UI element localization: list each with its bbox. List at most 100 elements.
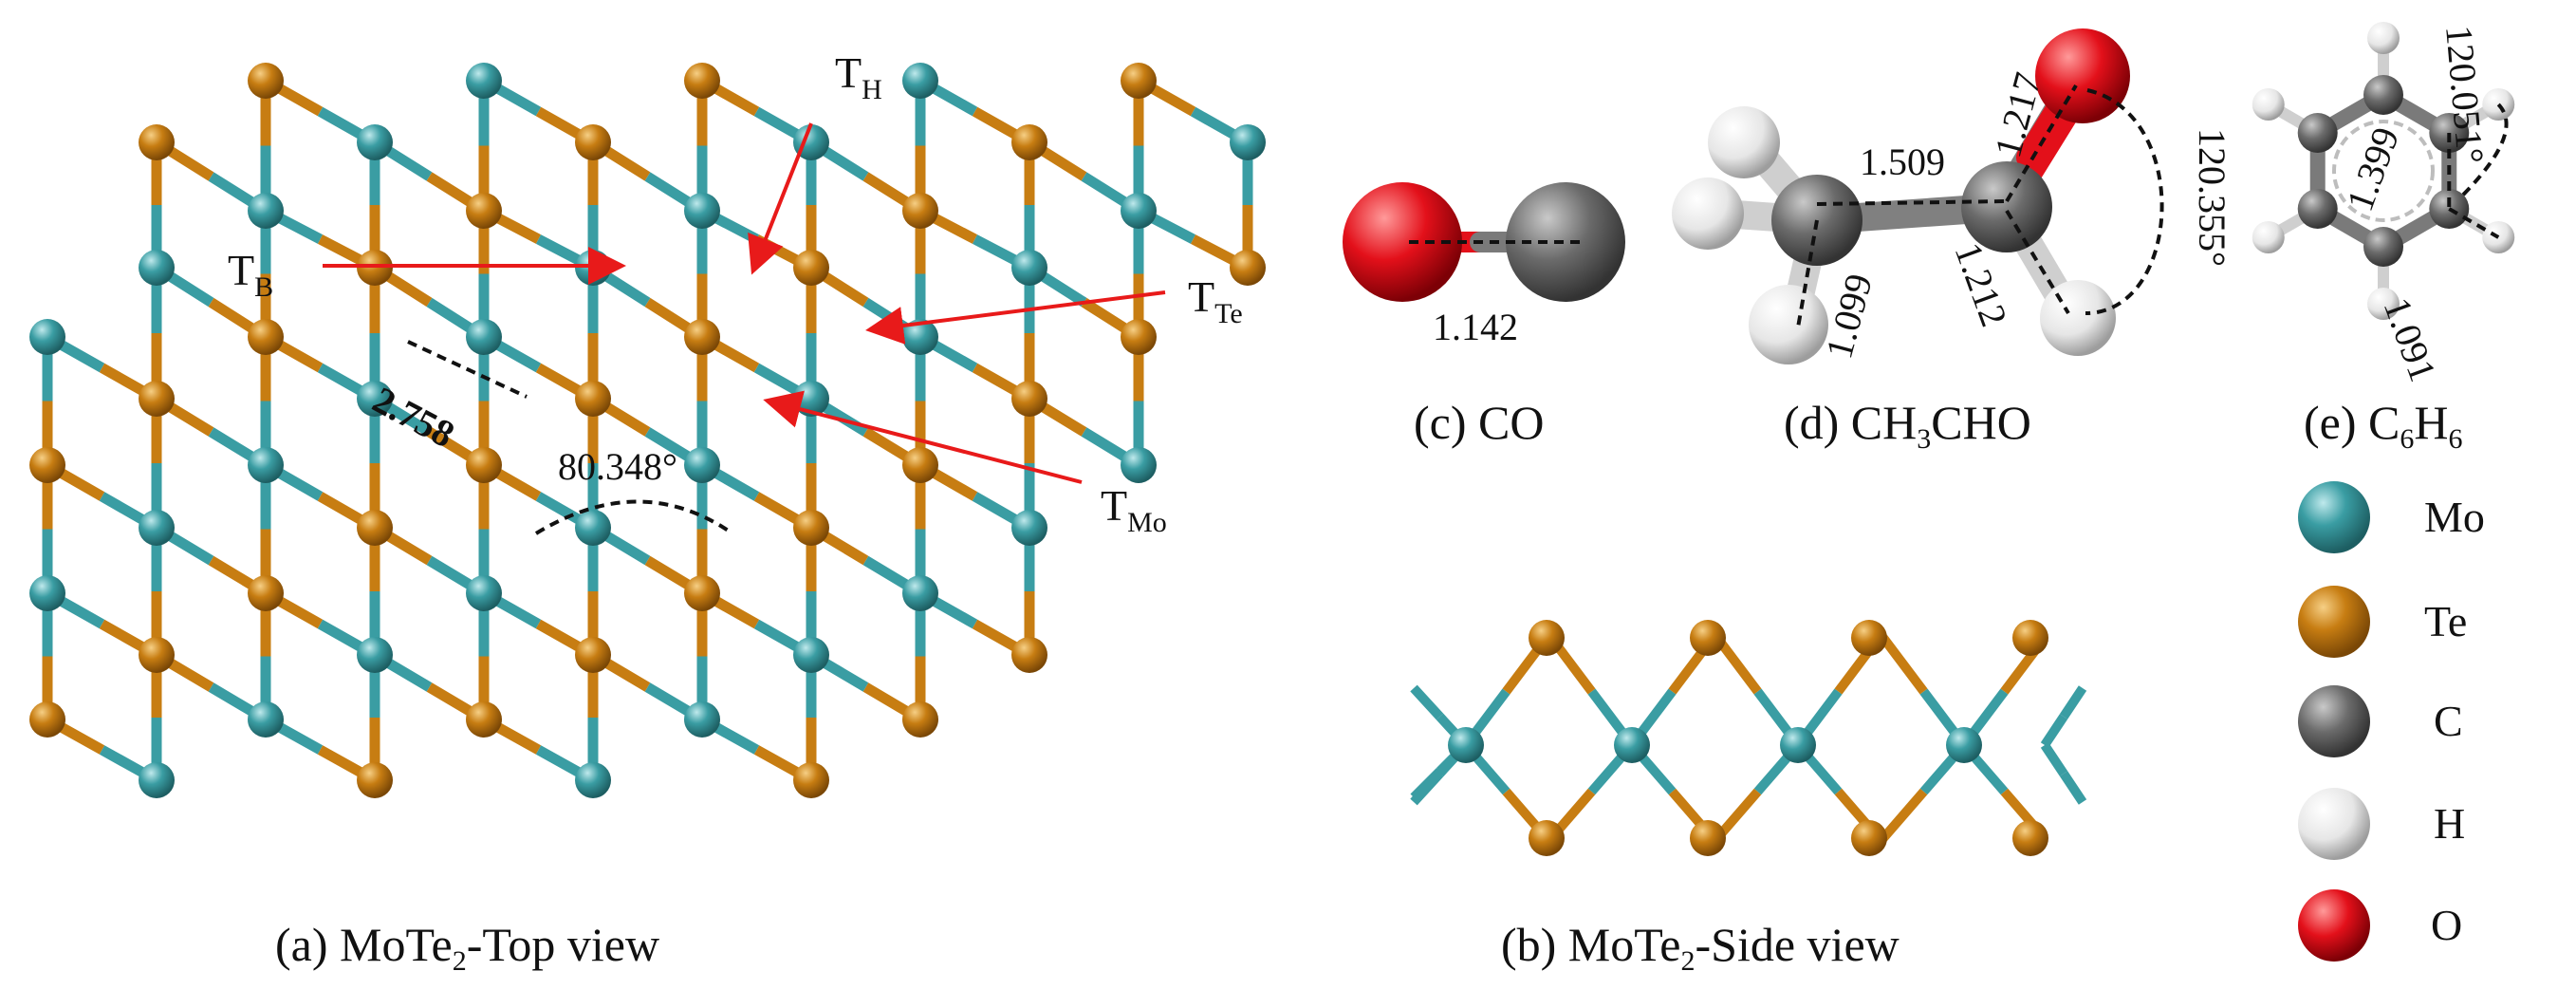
legend-label-te: Te — [2424, 597, 2467, 645]
te-atom — [902, 193, 938, 229]
caption-c: (c) CO — [1414, 396, 1544, 449]
top-view-measures — [407, 340, 734, 535]
te-atom-bottom — [1529, 820, 1565, 856]
legend-label-mo: Mo — [2424, 493, 2485, 541]
te-atom — [29, 701, 65, 738]
mo-atom — [1121, 447, 1157, 483]
mote2-side-view-lattice — [1410, 620, 2087, 856]
mo-atom-side — [1946, 727, 1982, 763]
aldehyde-h — [2040, 280, 2116, 356]
te-atom — [793, 250, 829, 286]
mo-atom — [248, 193, 284, 229]
te-atom — [575, 381, 611, 417]
site-label-tmo: TMo — [1101, 481, 1167, 538]
mo-atom — [684, 447, 720, 483]
side-bond-half — [2059, 771, 2087, 805]
side-bond-half — [2040, 742, 2068, 776]
h-atom-2 — [1672, 177, 1744, 250]
side-bond-half — [1880, 788, 1928, 842]
angle-arc-a — [534, 499, 734, 535]
benzene-c-atom — [2363, 227, 2403, 267]
te-atom — [902, 701, 938, 738]
side-bond-half — [1410, 684, 1444, 720]
side-bond-half — [2059, 685, 2087, 719]
te-atom — [466, 701, 502, 738]
mo-atom — [1011, 250, 1047, 286]
te-atom-bottom — [1690, 820, 1726, 856]
ch-length-label-e: 1.091 — [2376, 292, 2445, 387]
legend-swatch-mo — [2298, 481, 2370, 553]
mo-atom — [1230, 124, 1266, 160]
element-legend: Mo Te C H O — [2298, 481, 2485, 962]
te-atom — [357, 762, 393, 798]
benzene-h-atom — [2252, 221, 2285, 253]
mo-atom-side — [1614, 727, 1650, 763]
te-atom — [1230, 250, 1266, 286]
te-atom — [139, 124, 175, 160]
oxygen-atom — [1343, 182, 1462, 302]
mo-atom — [684, 193, 720, 229]
mo-atom — [902, 319, 938, 355]
te-atom — [466, 193, 502, 229]
mo-atom — [575, 510, 611, 546]
cc-length-label-d: 1.509 — [1860, 140, 1945, 183]
legend-swatch-o — [2298, 889, 2370, 962]
te-atom-bottom — [2012, 820, 2048, 856]
te-atom — [248, 319, 284, 355]
mo-atom — [902, 63, 938, 99]
methyl-ch-length-label: 1.099 — [1817, 270, 1881, 364]
mo-atom — [139, 250, 175, 286]
side-bond-half — [1714, 634, 1762, 695]
mo-atom — [248, 701, 284, 738]
h-atom-1 — [1708, 106, 1780, 178]
te-atom — [357, 510, 393, 546]
mo-atom-side — [1780, 727, 1816, 763]
te-atom-top — [1690, 620, 1726, 656]
mo-atom — [357, 637, 393, 673]
te-atom-top — [1529, 620, 1565, 656]
benzene-c-atom — [2297, 113, 2338, 153]
site-label-th: TH — [835, 48, 882, 105]
side-bond-half — [2040, 714, 2068, 748]
mo-atom — [575, 762, 611, 798]
mo-atom — [902, 575, 938, 611]
mo-atom — [357, 381, 393, 417]
te-atom-bottom — [1851, 820, 1887, 856]
te-atom — [29, 447, 65, 483]
arrow-tmo — [763, 390, 1083, 484]
cc-length-label-e: 1.399 — [2338, 121, 2407, 216]
benzene-c-atom — [2363, 75, 2403, 115]
te-atom — [684, 319, 720, 355]
caption-b: (b) MoTe2-Side view — [1501, 918, 1900, 977]
mo-atom — [139, 510, 175, 546]
te-atom — [139, 637, 175, 673]
mo-atom — [684, 701, 720, 738]
mo-atom — [793, 637, 829, 673]
caption-d: (d) CH3CHO — [1784, 396, 2031, 455]
bond-length-label-a: 2.758 — [366, 378, 462, 456]
benzene-h-atom — [2252, 88, 2285, 121]
te-atom — [248, 575, 284, 611]
te-atom — [248, 63, 284, 99]
mo-atom — [466, 575, 502, 611]
te-atom — [575, 637, 611, 673]
site-arrows — [323, 122, 1166, 484]
te-atom — [1011, 124, 1047, 160]
legend-label-o: O — [2431, 901, 2462, 949]
bond-dash-mote — [407, 340, 528, 399]
h-atom-3 — [1749, 285, 1828, 364]
acetaldehyde-molecule — [1672, 28, 2164, 364]
benzene-c-atom — [2297, 189, 2338, 229]
carbon-atom — [1506, 182, 1625, 302]
side-bond-half — [1410, 767, 1444, 801]
te-atom — [575, 124, 611, 160]
te-atom — [139, 381, 175, 417]
te-atom — [1121, 319, 1157, 355]
te-atom — [793, 762, 829, 798]
side-bond-half — [1880, 634, 1928, 695]
caption-a: (a) MoTe2-Top view — [275, 918, 659, 977]
site-label-tb: TB — [228, 246, 273, 303]
angle-arc-e — [2456, 103, 2509, 201]
te-atom-top — [1851, 620, 1887, 656]
te-atom — [684, 63, 720, 99]
